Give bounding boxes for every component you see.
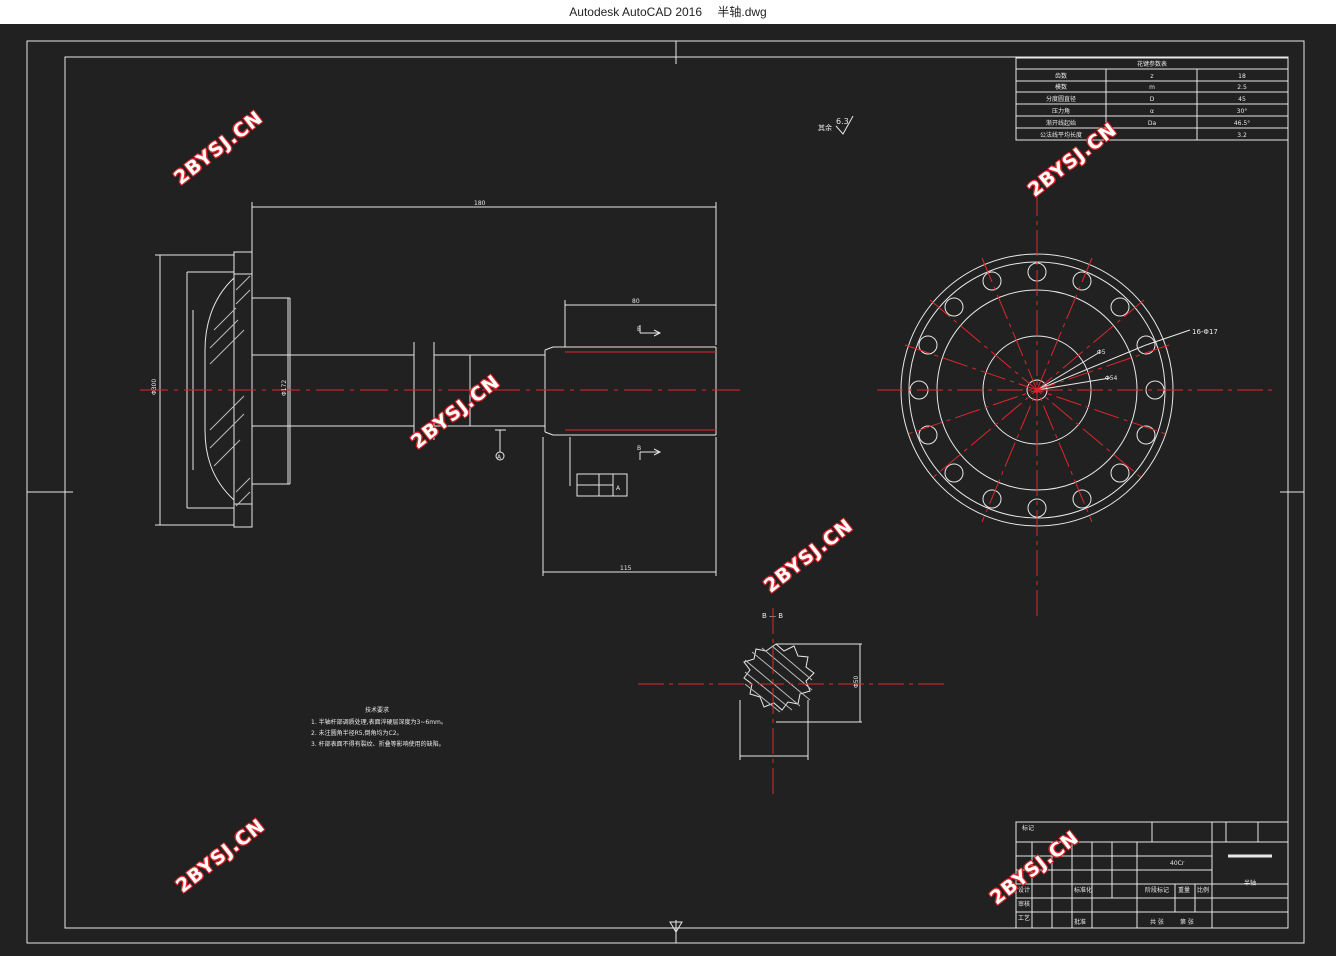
material: 40Cr bbox=[1170, 860, 1185, 867]
title-label: 设计 bbox=[1018, 886, 1030, 894]
table-cell: 2.5 bbox=[1237, 84, 1247, 91]
part-name: 半轴 bbox=[1244, 879, 1256, 887]
table-cell: 公法线平均长度 bbox=[1040, 131, 1082, 139]
title-label: 审核 bbox=[1018, 900, 1030, 908]
spline-section-view: B — B Φ50 bbox=[638, 608, 944, 798]
table-cell: α bbox=[1150, 108, 1154, 115]
roughness-symbol: 其余 6.3 bbox=[818, 115, 854, 135]
app-title: Autodesk AutoCAD 2016 bbox=[569, 5, 703, 19]
roughness-label: 其余 bbox=[818, 123, 832, 132]
svg-text:80: 80 bbox=[632, 298, 640, 305]
table-cell: Da bbox=[1148, 120, 1157, 127]
table-cell: D bbox=[1150, 96, 1155, 103]
table-cell: 渐开线起始 bbox=[1046, 119, 1076, 127]
tech-requirements: 技术要求 1. 半轴杆部调质处理,表面淬硬层深度为3~6mm。 2. 未注圆角半… bbox=[311, 706, 447, 748]
table-cell: 齿数 bbox=[1055, 72, 1067, 80]
table-cell: z bbox=[1150, 73, 1153, 80]
title-label: 标记 bbox=[1022, 824, 1034, 832]
title-label: 标准化 bbox=[1074, 886, 1092, 894]
table-cell: 46.5° bbox=[1234, 120, 1250, 127]
window-title-bar: Autodesk AutoCAD 2016 半轴.dwg bbox=[0, 0, 1336, 24]
title-label: 批准 bbox=[1074, 918, 1086, 926]
section-arrow-label: B bbox=[637, 326, 641, 333]
title-label: 第 张 bbox=[1180, 918, 1194, 926]
table-cell: 18 bbox=[1238, 73, 1246, 80]
svg-text:Φ5: Φ5 bbox=[1097, 349, 1106, 356]
table-cell: 分度圆直径 bbox=[1046, 95, 1076, 103]
table-cell: 模数 bbox=[1055, 83, 1067, 91]
flange-end-view: 16-Φ17 Φ5 Φ54 bbox=[877, 190, 1277, 620]
outer-frame bbox=[26, 40, 1305, 944]
file-name: 半轴.dwg bbox=[717, 5, 767, 19]
drawing-canvas[interactable]: 花键参数表 齿数 z 18 模数 m 2.5 分度圆直径 D 45 压力角 α … bbox=[0, 24, 1336, 956]
tech-requirement: 1. 半轴杆部调质处理,表面淬硬层深度为3~6mm。 bbox=[311, 718, 447, 726]
title-block bbox=[1015, 821, 1289, 929]
title-label: 共 张 bbox=[1150, 918, 1164, 926]
datum-label: A bbox=[616, 485, 621, 492]
svg-text:115: 115 bbox=[620, 565, 632, 572]
svg-text:Φ172: Φ172 bbox=[281, 380, 288, 396]
svg-text:180: 180 bbox=[474, 200, 486, 207]
title-label: 重量 bbox=[1178, 886, 1190, 894]
title-label: 工艺 bbox=[1018, 914, 1030, 922]
svg-text:Φ50: Φ50 bbox=[853, 675, 860, 688]
table-cell: 30° bbox=[1237, 108, 1248, 115]
tech-requirement: 2. 未注圆角半径R5,倒角均为C2。 bbox=[311, 729, 403, 737]
table-cell: m bbox=[1149, 84, 1155, 91]
title-label: 比例 bbox=[1197, 886, 1209, 894]
cad-drawing[interactable]: 花键参数表 齿数 z 18 模数 m 2.5 分度圆直径 D 45 压力角 α … bbox=[0, 24, 1336, 956]
table-cell: 45 bbox=[1238, 96, 1246, 103]
holes-label: 16-Φ17 bbox=[1192, 328, 1218, 336]
spline-table-title: 花键参数表 bbox=[1137, 60, 1167, 68]
table-cell: 压力角 bbox=[1052, 107, 1070, 115]
tech-requirements-title: 技术要求 bbox=[365, 706, 389, 714]
svg-text:Φ54: Φ54 bbox=[1105, 375, 1118, 382]
title-label: 阶段标记 bbox=[1145, 886, 1169, 894]
svg-text:Φ300: Φ300 bbox=[151, 379, 158, 395]
inner-frame bbox=[64, 56, 1289, 929]
shaft-main-view: 180 80 115 Φ300 Φ172 B B A A bbox=[140, 200, 740, 576]
roughness-value: 6.3 bbox=[836, 117, 849, 126]
tech-requirement: 3. 杆部表面不得有裂纹、折叠等影响使用的缺陷。 bbox=[311, 740, 445, 748]
section-arrow-label: B bbox=[637, 445, 641, 452]
table-cell: 3.2 bbox=[1237, 132, 1247, 139]
datum-label: A bbox=[497, 454, 502, 461]
spline-table bbox=[1015, 57, 1289, 141]
